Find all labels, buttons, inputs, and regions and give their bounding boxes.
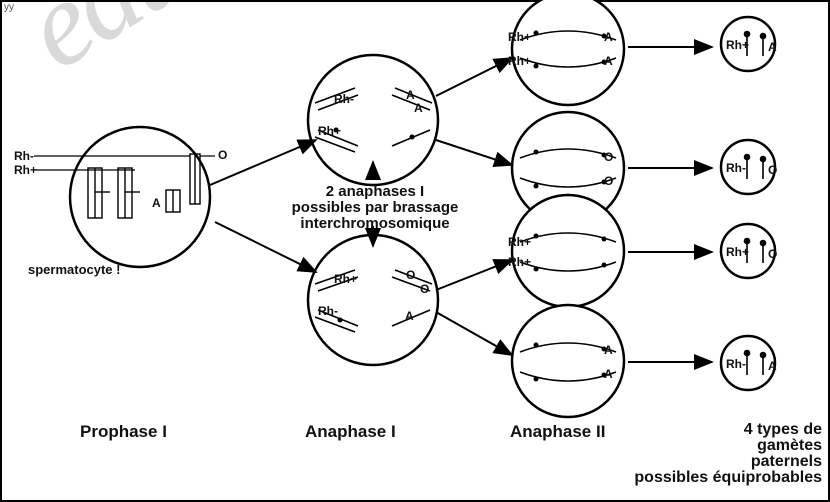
anaphase1-cell-top: [306, 53, 440, 187]
gametes-note-line-3: paternels: [750, 453, 822, 470]
o-allele-label: O: [218, 148, 228, 162]
rh-plus-label: Rh+: [14, 163, 38, 177]
spermatocyte-label: spermatocyte !: [28, 262, 121, 277]
anaphase1-bottom-rh2-label: Rh-: [318, 304, 338, 318]
anaphase2-centromeres: [533, 30, 607, 382]
anaphase1-bottom-o-label: O: [406, 268, 416, 282]
gamete-3-abo-label: O: [768, 247, 778, 261]
anaphase2-4-a-label: A: [604, 343, 613, 357]
anaphase1-top-a2-label: A: [414, 101, 423, 115]
anaphase2-3-rh2-label: Rh+: [508, 255, 532, 269]
gametes-note-line-1: 4 types de: [743, 421, 822, 438]
prophase-cell: [34, 125, 215, 269]
anaphase1-top-a-label: A: [406, 88, 415, 102]
stage-label-anaphase2: Anaphase II: [510, 422, 606, 441]
gamete-4-rh-label: Rh-: [726, 357, 746, 371]
arrows: [209, 39, 714, 370]
gamete-4-abo-label: A: [768, 359, 777, 373]
anaphase2-3-rh-label: Rh+: [508, 235, 532, 249]
anaphase2-2-o2-label: O: [604, 174, 614, 188]
gamete-2-rh-label: Rh-: [726, 161, 746, 175]
gamete-1-rh-label: Rh+: [726, 38, 750, 52]
anaphase1-top-rh-label: Rh-: [334, 92, 354, 106]
gametes-note-line-2: gamètes: [757, 437, 822, 454]
rh-minus-label: Rh-: [14, 149, 34, 163]
gamete-2-abo-label: O: [768, 163, 778, 177]
anaphase1-top-rh2-label: Rh+: [318, 124, 342, 138]
anaphase1-bottom-a-label: A: [405, 309, 414, 323]
center-note-line-1: 2 anaphases I: [325, 183, 425, 200]
anaphase1-bottom-o2-label: O: [420, 282, 430, 296]
anaphase2-1-a-label: A: [604, 30, 613, 44]
a-allele-label: A: [152, 196, 161, 210]
gamete-cells: [719, 15, 777, 392]
stage-label-prophase: Prophase I: [80, 422, 167, 441]
gamete-3-rh-label: Rh+: [726, 245, 750, 259]
stage-label-anaphase1: Anaphase I: [305, 422, 396, 441]
gamete-chromosomes: [743, 30, 767, 375]
center-note-line-2: possibles par brassage: [291, 199, 459, 216]
anaphase2-4-a2-label: A: [604, 367, 613, 381]
gametes-note: 4 types de gamètes paternels possibles é…: [596, 422, 822, 486]
anaphase1-cell-bottom: [306, 233, 440, 367]
anaphase2-cells: [510, 0, 626, 419]
center-note-line-3: interchromosomique: [300, 215, 450, 232]
anaphase2-1-rh2-label: Rh+: [508, 54, 532, 68]
anaphase2-1-a2-label: A: [604, 54, 613, 68]
anaphase2-1-rh-label: Rh+: [508, 30, 532, 44]
header-fragment: yy: [4, 2, 14, 13]
anaphase1-bottom-rh-label: Rh+: [334, 272, 358, 286]
gamete-1-abo-label: A: [768, 40, 777, 54]
gametes-note-line-4: possibles équiprobables: [634, 469, 822, 486]
center-note: 2 anaphases I possibles par brassage int…: [270, 184, 480, 232]
anaphase2-2-o-label: O: [604, 150, 614, 164]
